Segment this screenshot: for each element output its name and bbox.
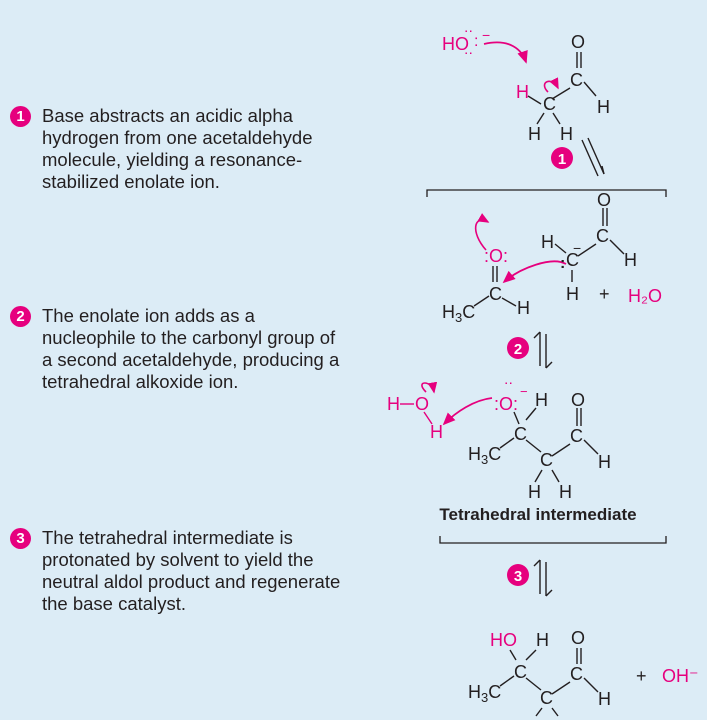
- svg-text:H: H: [528, 482, 541, 502]
- step-3-badge: 3: [10, 528, 31, 549]
- svg-text:O: O: [597, 190, 611, 210]
- svg-text:O: O: [571, 32, 585, 52]
- svg-text:H: H: [559, 482, 572, 502]
- svg-text:C: C: [514, 662, 527, 682]
- svg-text:⋅⋅: ⋅⋅: [464, 45, 473, 61]
- svg-text:H: H: [387, 394, 400, 414]
- svg-text:C: C: [566, 250, 579, 270]
- svg-text:O: O: [571, 390, 585, 410]
- svg-text:H: H: [528, 124, 541, 144]
- svg-text:H3C: H3C: [468, 444, 501, 467]
- intermediate-bracket: [439, 536, 667, 544]
- svg-text:−: −: [520, 384, 528, 399]
- equilibrium-arrow-1: [581, 137, 605, 177]
- step-2-description: 2 The enolate ion adds as a nucleophile …: [10, 305, 342, 393]
- enolate-bracket: [426, 189, 667, 197]
- svg-text:C: C: [514, 424, 527, 444]
- svg-text:H: H: [535, 390, 548, 410]
- svg-text:C: C: [570, 664, 583, 684]
- svg-text:H: H: [517, 298, 530, 318]
- svg-text:C: C: [570, 70, 583, 90]
- svg-text:O: O: [571, 628, 585, 648]
- step-3-description: 3 The tetrahedral intermediate is proton…: [10, 527, 342, 615]
- step-3-marker: [507, 564, 529, 586]
- svg-text:H: H: [536, 630, 549, 650]
- svg-text::O:: :O:: [484, 246, 508, 266]
- aldol-product: HO H C H3C C C O H + OH⁻: [468, 628, 699, 717]
- step-1-badge: 1: [10, 106, 31, 127]
- hydroxide-label: OH⁻: [662, 666, 699, 686]
- svg-text:3: 3: [514, 568, 522, 585]
- step-2-text: The enolate ion adds as a nucleophile to…: [42, 305, 340, 392]
- stage-1-reactants: HO ⋅⋅ ⋅⋅ : − H C C O H H H: [442, 23, 610, 144]
- svg-text:O: O: [415, 394, 429, 414]
- step-1-marker: [551, 147, 573, 169]
- svg-text:C: C: [540, 450, 553, 470]
- water-label: H₂O: [628, 286, 662, 306]
- svg-text:−: −: [573, 240, 581, 256]
- svg-text:HO: HO: [442, 34, 469, 54]
- stage-2-reactants: :O: C H3C H H C − : C O H H + H₂O: [442, 190, 662, 325]
- svg-text:−: −: [482, 27, 490, 43]
- step-3-text: The tetrahedral intermediate is protonat…: [42, 527, 341, 614]
- svg-text:1: 1: [558, 151, 566, 168]
- svg-text:C: C: [570, 426, 583, 446]
- plus-sign: +: [599, 284, 610, 304]
- svg-text:C: C: [596, 226, 609, 246]
- svg-text::: :: [474, 33, 478, 50]
- svg-text:H: H: [598, 452, 611, 472]
- svg-text:⋅⋅: ⋅⋅: [464, 23, 473, 39]
- intermediate-label: Tetrahedral intermediate: [439, 505, 636, 524]
- svg-text:C: C: [489, 284, 502, 304]
- svg-text:H: H: [541, 232, 554, 252]
- step-1-description: 1 Base abstracts an acidic alpha hydroge…: [10, 105, 342, 193]
- svg-text:C: C: [540, 688, 553, 708]
- svg-text:HO: HO: [490, 630, 517, 650]
- svg-text:H3C: H3C: [442, 302, 475, 325]
- equilibrium-arrow-2: [533, 331, 553, 369]
- svg-text:H: H: [566, 284, 579, 304]
- svg-text:2: 2: [514, 341, 522, 358]
- svg-text::O:: :O:: [494, 394, 518, 414]
- svg-text:H: H: [430, 422, 443, 442]
- svg-text:H: H: [516, 82, 529, 102]
- svg-text:H3C: H3C: [468, 682, 501, 705]
- step-2-badge: 2: [10, 306, 31, 327]
- plus-sign-2: +: [636, 666, 647, 686]
- equilibrium-arrow-3: [533, 559, 553, 597]
- svg-text:H: H: [597, 97, 610, 117]
- svg-text:H: H: [624, 250, 637, 270]
- svg-text:H: H: [598, 689, 611, 709]
- svg-text::: :: [560, 255, 565, 272]
- svg-text:H: H: [560, 124, 573, 144]
- step-1-text: Base abstracts an acidic alpha hydrogen …: [42, 105, 313, 192]
- step-2-marker: [507, 337, 529, 359]
- tetrahedral-intermediate: H O H :O: ⋅⋅ − C H H3C C H H C O H: [387, 375, 611, 502]
- svg-text:⋅⋅: ⋅⋅: [504, 375, 513, 391]
